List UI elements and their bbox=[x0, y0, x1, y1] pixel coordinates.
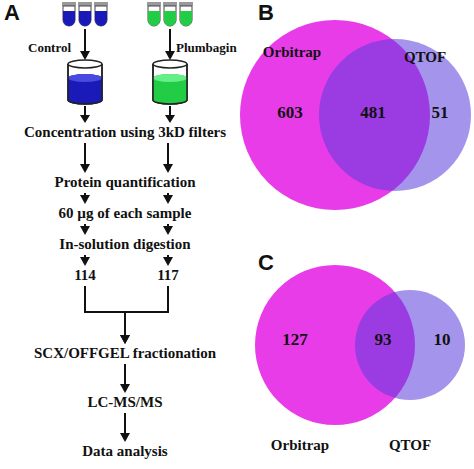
arrow-line bbox=[84, 224, 86, 228]
flow-arrow bbox=[120, 364, 130, 393]
group-label: Control bbox=[28, 40, 71, 56]
flow-arrow bbox=[80, 224, 90, 235]
panel-letter: B bbox=[258, 0, 274, 26]
step-text: 60 µg of each sample bbox=[20, 205, 230, 222]
flow-arrow bbox=[80, 193, 90, 204]
set-name: Orbitrap bbox=[263, 44, 321, 61]
arrow-line bbox=[84, 143, 86, 166]
arrow-head bbox=[120, 433, 130, 442]
arrow-line bbox=[85, 286, 125, 337]
arrow-line bbox=[125, 286, 168, 337]
arrow-line bbox=[167, 255, 169, 259]
circle-fill bbox=[319, 39, 471, 191]
flow-arrow bbox=[80, 143, 90, 173]
flow-arrow bbox=[120, 286, 168, 344]
set-name: QTOF bbox=[404, 49, 446, 66]
flow-arrow bbox=[85, 286, 130, 344]
circle-fill bbox=[255, 265, 415, 425]
process-step: 114 bbox=[65, 267, 105, 284]
arrow-line bbox=[84, 255, 86, 259]
step-text: SCX/OFFGEL fractionation bbox=[20, 345, 230, 362]
group-label: Plumbagin bbox=[176, 40, 237, 56]
arrow-head bbox=[163, 195, 173, 204]
arrow-head bbox=[120, 335, 130, 344]
flow-arrow bbox=[163, 255, 173, 266]
set-name: QTOF bbox=[389, 437, 431, 454]
arrow-line bbox=[167, 224, 169, 228]
flow-arrow bbox=[120, 413, 130, 442]
arrow-line bbox=[124, 364, 126, 386]
step-text: LC-MS/MS bbox=[20, 394, 230, 411]
arrow-line bbox=[84, 193, 86, 197]
step-text: In-solution digestion bbox=[20, 236, 230, 253]
arrow-head bbox=[120, 335, 130, 344]
treated-beaker bbox=[153, 60, 187, 104]
control-tubes bbox=[62, 2, 108, 26]
step-text: Data analysis bbox=[20, 443, 230, 460]
beaker-arrows bbox=[80, 106, 175, 123]
flow-arrow bbox=[80, 255, 90, 266]
venn-circle: QTOF 51 bbox=[319, 39, 471, 191]
process-step: Data analysis bbox=[20, 443, 230, 460]
step-text: 117 bbox=[148, 267, 188, 284]
overlap-count: 481 bbox=[360, 103, 386, 123]
arrow-head bbox=[80, 195, 90, 204]
flow-arrow bbox=[163, 193, 173, 204]
panel-letter: A bbox=[4, 0, 20, 26]
process-step: Protein quantification bbox=[20, 174, 230, 191]
count-number: 127 bbox=[282, 330, 308, 350]
arrow-line bbox=[124, 413, 126, 435]
count-number: 51 bbox=[432, 103, 449, 123]
flow-arrow bbox=[163, 143, 173, 173]
process-step: LC-MS/MS bbox=[20, 394, 230, 411]
step-text: 114 bbox=[65, 267, 105, 284]
count-number: 10 bbox=[434, 330, 451, 350]
set-name: Orbitrap bbox=[271, 437, 329, 454]
process-step: SCX/OFFGEL fractionation bbox=[20, 345, 230, 362]
panel-letter: C bbox=[258, 250, 274, 276]
arrow-head bbox=[80, 164, 90, 173]
arrow-head bbox=[163, 257, 173, 266]
overlap-count: 93 bbox=[375, 330, 392, 350]
control-beaker bbox=[68, 60, 102, 104]
treated-tubes bbox=[147, 2, 193, 26]
process-step: Concentration using 3kD filters bbox=[20, 124, 230, 141]
count-number: 603 bbox=[277, 103, 303, 123]
flow-arrow bbox=[163, 224, 173, 235]
tube-arrows bbox=[80, 29, 175, 60]
arrow-head bbox=[80, 226, 90, 235]
step-text: Protein quantification bbox=[20, 174, 230, 191]
arrow-line bbox=[167, 143, 169, 166]
arrow-head bbox=[80, 257, 90, 266]
venn-circle: QTOF10 bbox=[355, 290, 465, 400]
process-step: 117 bbox=[148, 267, 188, 284]
arrow-head bbox=[163, 226, 173, 235]
arrow-line bbox=[167, 193, 169, 197]
process-step: 60 µg of each sample bbox=[20, 205, 230, 222]
step-text: Concentration using 3kD filters bbox=[20, 124, 230, 141]
arrow-head bbox=[163, 164, 173, 173]
circle-fill bbox=[355, 290, 465, 400]
arrow-head bbox=[120, 384, 130, 393]
process-step: In-solution digestion bbox=[20, 236, 230, 253]
